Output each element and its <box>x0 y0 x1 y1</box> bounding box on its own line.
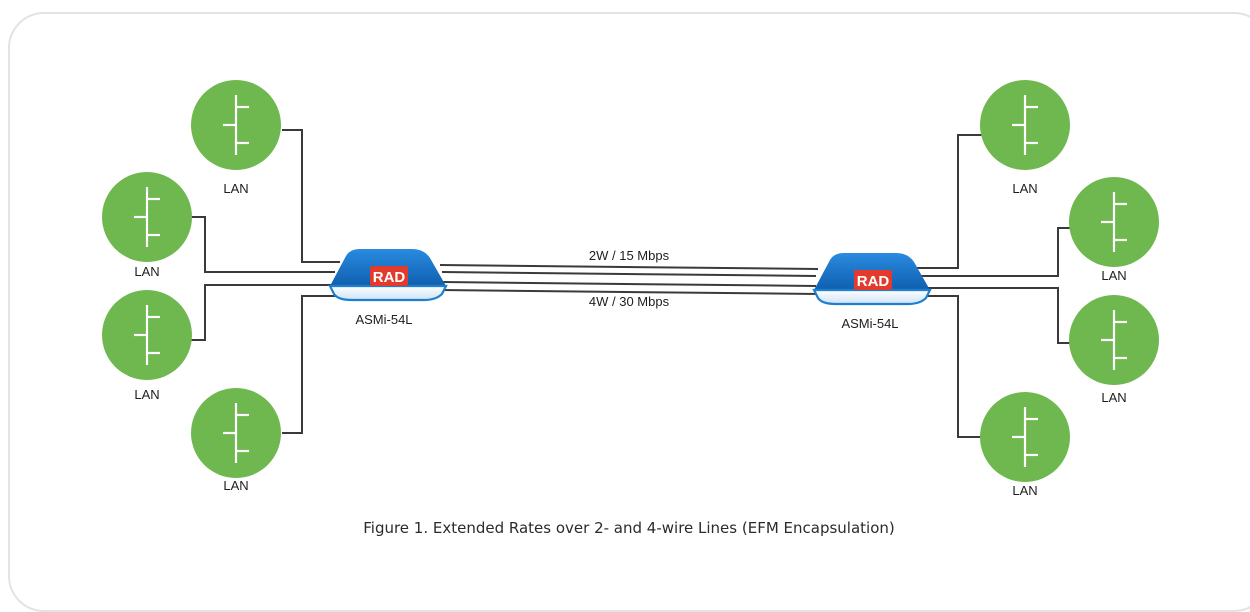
lan-hub-right-4: LAN <box>980 392 1070 498</box>
lan-hub-right-3: LAN <box>1069 295 1159 405</box>
device-logo: RAD <box>373 269 406 286</box>
left-lan-wires <box>184 129 340 434</box>
ethernet-hub-icon <box>1069 295 1159 385</box>
lan-label: LAN <box>1101 268 1126 283</box>
link-label-bottom: 4W / 30 Mbps <box>589 294 670 309</box>
ethernet-hub-icon <box>980 392 1070 482</box>
lan-label: LAN <box>1012 181 1037 196</box>
lan-label: LAN <box>1101 390 1126 405</box>
ethernet-hub-icon <box>102 290 192 380</box>
ethernet-hub-icon <box>191 388 281 478</box>
ethernet-hub-icon <box>191 80 281 170</box>
lan-hub-right-1: LAN <box>980 80 1070 196</box>
device-right: RAD ASMi-54L <box>812 253 932 331</box>
figure-caption: Figure 1. Extended Rates over 2- and 4-w… <box>363 519 895 537</box>
lan-label: LAN <box>223 181 248 196</box>
network-diagram: LAN LAN LAN LAN LAN LAN <box>102 80 1159 537</box>
link-label-top: 2W / 15 Mbps <box>589 248 670 263</box>
lan-hub-left-4: LAN <box>191 388 281 493</box>
right-lan-wires <box>915 134 1074 438</box>
device-left: RAD ASMi-54L <box>328 249 448 327</box>
ethernet-hub-icon <box>102 172 192 262</box>
asmi-modem-icon: RAD <box>812 253 932 306</box>
ethernet-hub-icon <box>1069 177 1159 267</box>
lan-label: LAN <box>223 478 248 493</box>
lan-label: LAN <box>1012 483 1037 498</box>
lan-hub-left-3: LAN <box>102 290 192 402</box>
lan-hub-right-2: LAN <box>1069 177 1159 283</box>
device-logo: RAD <box>857 273 890 290</box>
lan-hub-left-2: LAN <box>102 172 192 279</box>
lan-label: LAN <box>134 387 159 402</box>
lan-hub-left-1: LAN <box>191 80 281 196</box>
trunk-lines <box>439 264 819 295</box>
lan-label: LAN <box>134 264 159 279</box>
ethernet-hub-icon <box>980 80 1070 170</box>
device-label: ASMi-54L <box>841 316 898 331</box>
asmi-modem-icon: RAD <box>328 249 448 302</box>
device-label: ASMi-54L <box>355 312 412 327</box>
